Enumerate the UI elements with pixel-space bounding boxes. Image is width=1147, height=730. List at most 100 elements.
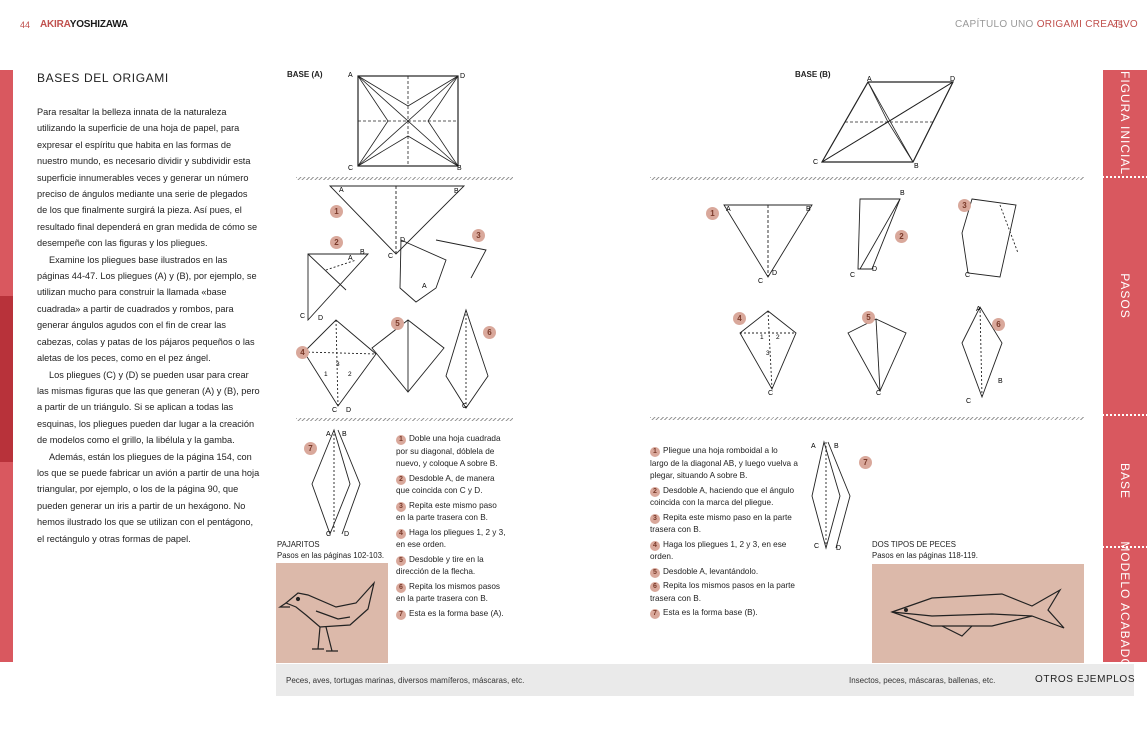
base-a-label: BASE (A) <box>287 70 323 79</box>
fold-number: 3 <box>766 350 770 357</box>
example-a-title: PAJARITOS <box>277 540 320 549</box>
footer-left-examples: Peces, aves, tortugas marinas, diversos … <box>286 676 525 685</box>
corner-label: B <box>457 165 462 172</box>
corner-label: A <box>976 306 981 313</box>
corner-label: B <box>914 163 919 170</box>
example-a-pages: Pasos en las páginas 102-103. <box>277 550 385 560</box>
left-page-number: 44 <box>20 20 31 30</box>
fish-illustration <box>890 588 1065 637</box>
step-number-badge: 3 <box>958 199 971 212</box>
corner-label: C <box>300 313 305 320</box>
step-number-badge: 7 <box>859 456 872 469</box>
step-number-badge: 2 <box>895 230 908 243</box>
chapter-header: CAPÍTULO UNO ORIGAMI CREATIVO <box>955 19 1138 30</box>
corner-label: A <box>348 72 353 79</box>
corner-label: A <box>726 206 731 213</box>
step-number-badge: 1 <box>706 207 719 220</box>
corner-label: C <box>758 278 763 285</box>
right-page-number: 45 <box>1113 20 1124 30</box>
article-paragraph: Para resaltar la belleza innata de la na… <box>37 107 258 249</box>
corner-label: C <box>876 390 881 397</box>
corner-label: C <box>388 253 393 260</box>
step-number-badge: 3 <box>472 229 485 242</box>
base-b-initial-rhombus: A D C B <box>813 76 955 170</box>
step-number-badge: 2 <box>330 236 343 249</box>
brand-second: YOSHIZAWA <box>69 19 128 30</box>
corner-label: C <box>966 398 971 405</box>
article-paragraph: Los pliegues (C) y (D) se pueden usar pa… <box>37 369 260 446</box>
corner-label: C <box>813 159 818 166</box>
example-b-title: DOS TIPOS DE PECES <box>872 540 956 549</box>
section-divider <box>296 177 513 180</box>
tab-pasos: PASOS <box>1103 178 1147 414</box>
article-paragraph: Examine los pliegues base ilustrados en … <box>37 254 257 364</box>
corner-label: B <box>454 188 459 195</box>
step-number-badge: 1 <box>330 205 343 218</box>
corner-label: B <box>900 190 905 197</box>
corner-label: D <box>400 237 405 244</box>
example-a-caption: PAJARITOS Pasos en las páginas 102-103. <box>277 540 384 561</box>
fold-number: 1 <box>324 371 328 378</box>
corner-label: D <box>950 76 955 83</box>
article-paragraph: Además, están los pliegues de la página … <box>37 451 260 544</box>
step-number-badge: 4 <box>733 312 746 325</box>
example-a-photo <box>276 563 388 663</box>
corner-label: C <box>326 531 331 538</box>
corner-label: D <box>460 73 465 80</box>
left-edge-bar-middle <box>0 296 13 462</box>
chapter-label: CAPÍTULO UNO <box>955 19 1034 30</box>
tab-separator <box>1102 414 1146 416</box>
corner-label: A <box>326 431 331 438</box>
corner-label: A <box>867 76 872 83</box>
left-edge-bar-bottom <box>0 462 13 662</box>
corner-label: C <box>348 165 353 172</box>
step-number-badge: 5 <box>862 311 875 324</box>
base-b-step-diagrams: A B C D B C D C 1 2 3 C C A B C <box>723 190 1019 405</box>
brand-name: AKIRAYOSHIZAWA <box>40 19 128 30</box>
corner-label: A <box>348 255 353 262</box>
tab-separator <box>1102 546 1146 548</box>
left-edge-bar-top <box>0 70 13 296</box>
section-divider <box>650 177 1084 180</box>
example-b-photo <box>872 564 1084 663</box>
base-b-final-form: A B C D <box>811 440 851 552</box>
corner-label: B <box>834 443 839 450</box>
corner-label: A <box>422 283 427 290</box>
corner-label: C <box>965 272 970 279</box>
corner-label: D <box>318 315 323 322</box>
section-divider <box>296 418 513 421</box>
corner-label: D <box>872 266 877 273</box>
corner-label: D <box>346 407 351 414</box>
tab-base: BASE <box>1103 416 1147 546</box>
corner-label: D <box>836 545 841 552</box>
corner-label: B <box>342 431 347 438</box>
corner-label: C <box>332 407 337 414</box>
section-divider <box>650 417 1084 420</box>
corner-label: C <box>462 403 467 410</box>
step-number-badge: 6 <box>483 326 496 339</box>
fold-number: 2 <box>348 371 352 378</box>
tab-modelo-acabado: MODELO ACABADO <box>1103 541 1147 669</box>
corner-label: A <box>811 443 816 450</box>
footer-bar <box>276 664 1134 696</box>
footer-right-examples: Insectos, peces, máscaras, ballenas, etc… <box>849 676 996 685</box>
step-number-badge: 4 <box>296 346 309 359</box>
base-a-initial-square: A D C B <box>348 72 465 172</box>
chapter-title: ORIGAMI CREATIVO <box>1036 19 1139 30</box>
corner-label: A <box>339 187 344 194</box>
corner-label: B <box>998 378 1003 385</box>
base-b-label: BASE (B) <box>795 70 831 79</box>
step-number-badge: 5 <box>391 317 404 330</box>
